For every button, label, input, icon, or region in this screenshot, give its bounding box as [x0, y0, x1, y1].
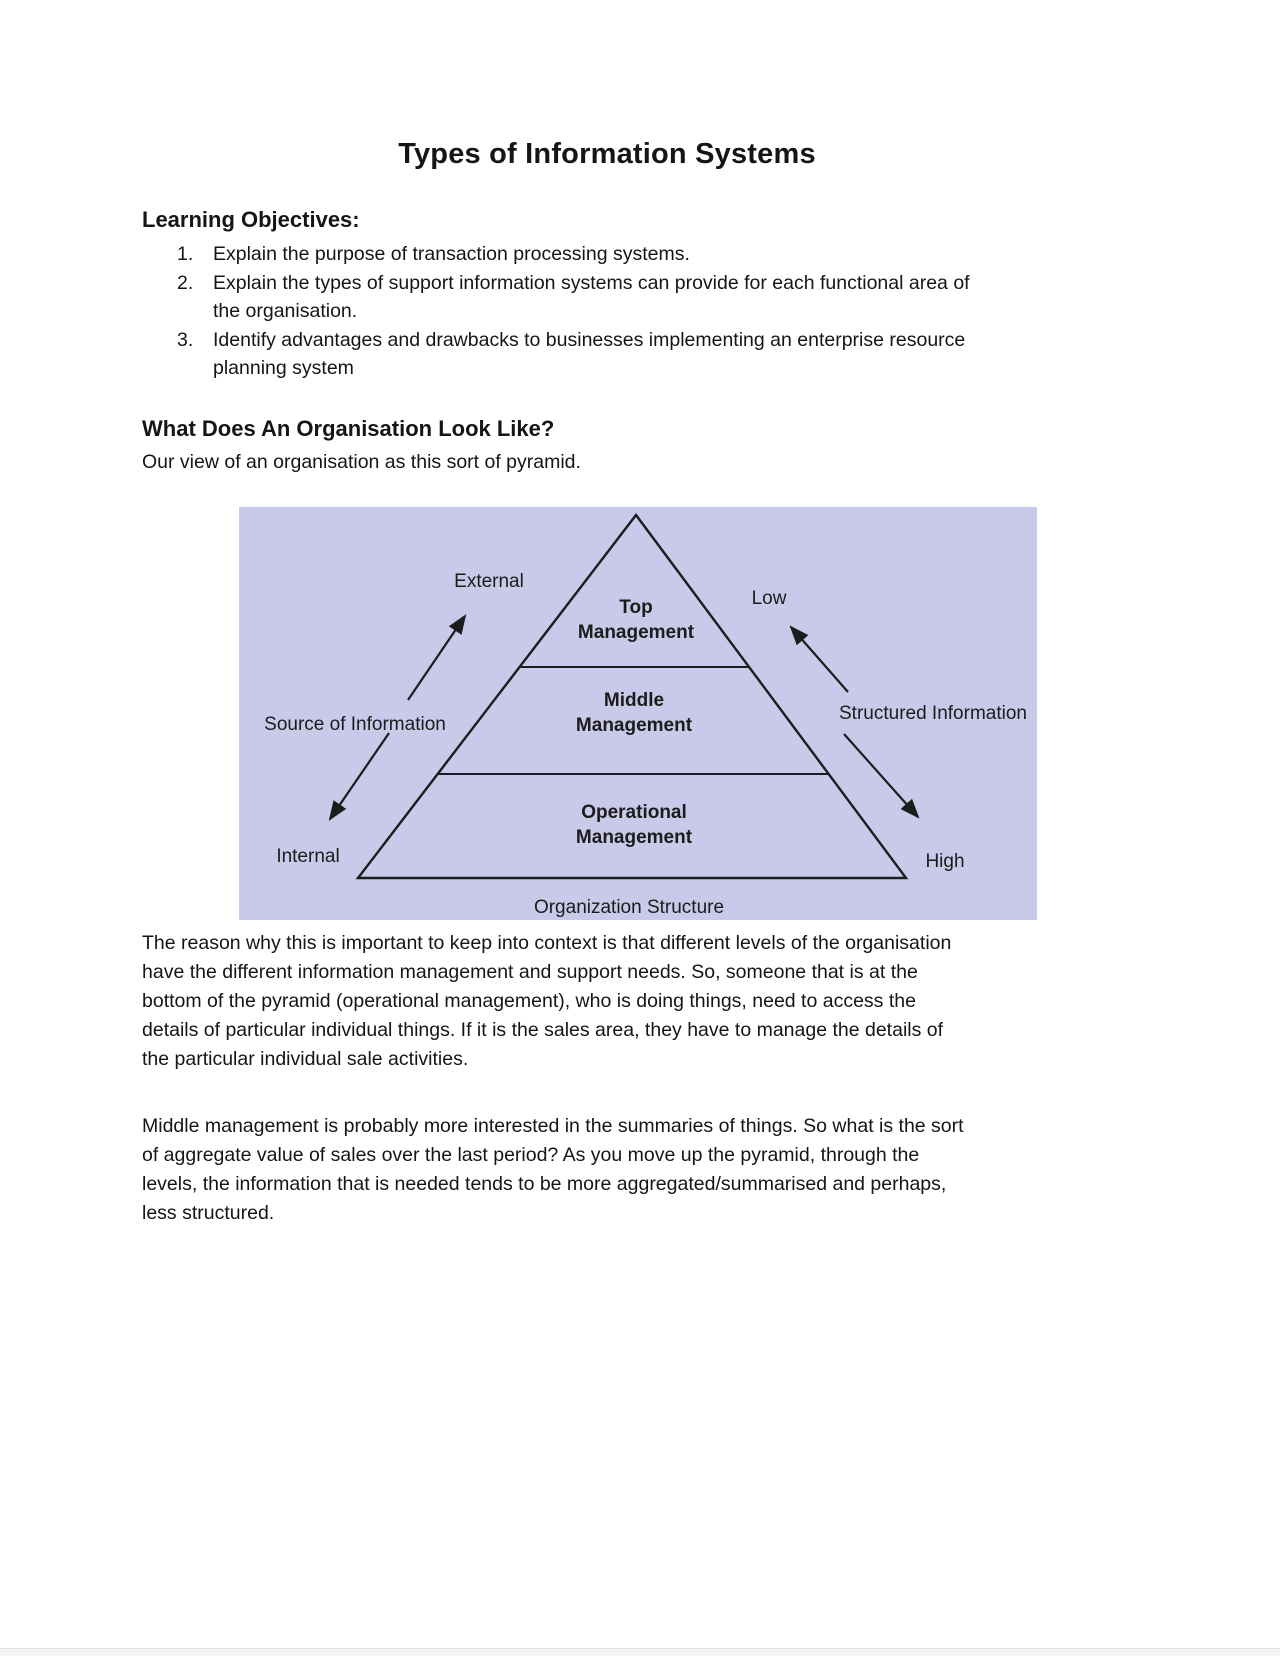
paragraph-middle-management: Middle management is probably more inter… [142, 1115, 964, 1224]
objective-item: 2. Explain the types of support informat… [177, 269, 1077, 326]
objective-text: Identify advantages and drawbacks to bus… [213, 328, 966, 380]
page-title: Types of Information Systems [398, 138, 816, 170]
objective-number: 1. [177, 243, 194, 265]
external-label: External [454, 571, 524, 592]
high-label: High [925, 851, 965, 872]
arrow-external-icon [407, 614, 467, 701]
organisation-intro: Our view of an organisation as this sort… [142, 451, 581, 473]
paragraph-context: The reason why this is important to keep… [142, 932, 952, 1070]
objective-text: Explain the purpose of transaction proce… [213, 243, 690, 265]
internal-label: Internal [276, 846, 340, 867]
objective-number: 2. [177, 271, 194, 294]
operational-management-label: Operational Management [575, 802, 693, 848]
structured-information-label: Structured Information [839, 703, 1027, 724]
objective-text: Explain the types of support information… [213, 271, 970, 323]
arrow-internal-icon [328, 732, 390, 821]
diagram-caption: Organization Structure [533, 897, 725, 918]
objective-number: 3. [177, 328, 194, 351]
objective-item: 3. Identify advantages and drawbacks to … [177, 326, 1077, 383]
pyramid-outline [355, 513, 909, 880]
middle-management-label: Middle Management [575, 690, 693, 736]
page-break-strip [0, 1648, 1280, 1656]
objectives-list: 1. Explain the purpose of transaction pr… [177, 240, 1077, 383]
arrow-low-icon [789, 625, 849, 693]
top-management-label: Top Management [577, 597, 695, 643]
low-label: Low [751, 588, 787, 609]
source-of-information-label: Source of Information [264, 714, 446, 735]
pyramid-graphic [328, 513, 920, 880]
objective-item: 1. Explain the purpose of transaction pr… [177, 240, 1077, 269]
organisation-pyramid-diagram: External Low Top Management Middle Manag… [239, 507, 1037, 920]
organisation-heading: What Does An Organisation Look Like? [142, 416, 555, 441]
arrow-high-icon [843, 733, 920, 819]
objectives-heading: Learning Objectives: [142, 207, 360, 232]
